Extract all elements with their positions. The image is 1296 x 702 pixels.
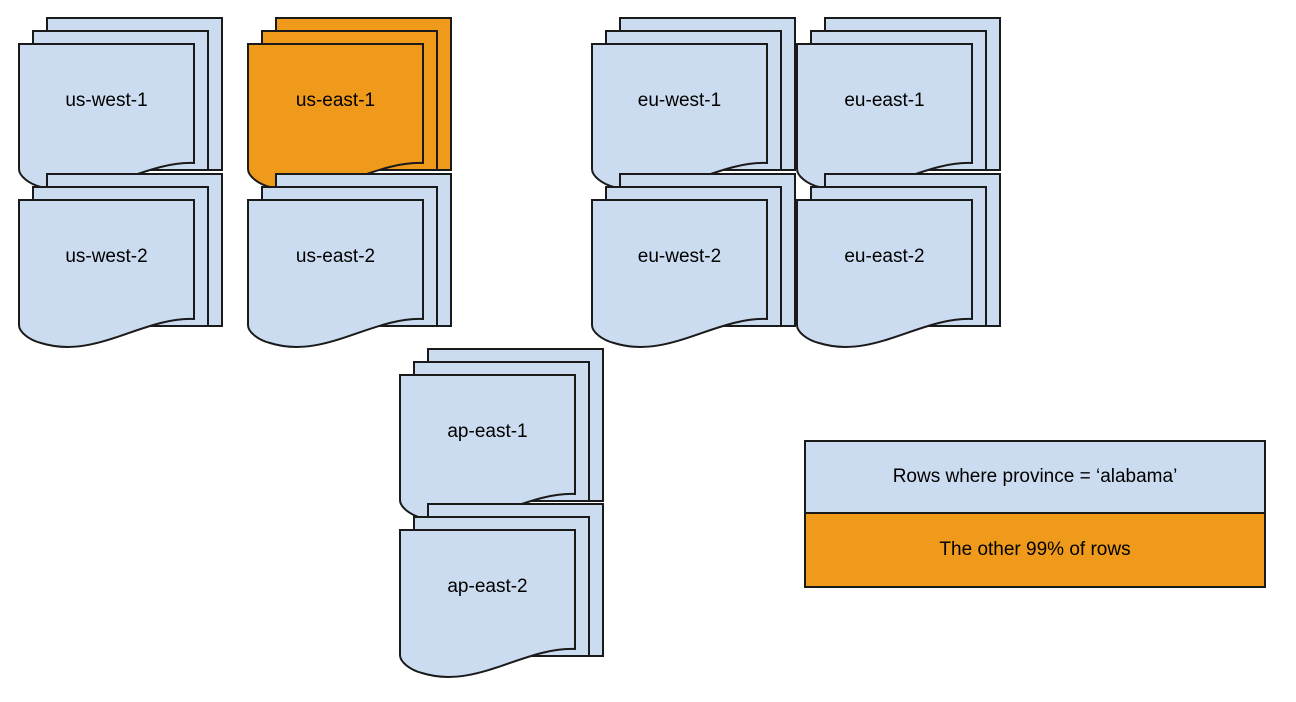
region-stack-us-east-2[interactable]: us-east-2 bbox=[247, 173, 458, 370]
region-stack-us-west-1[interactable]: us-west-1 bbox=[18, 17, 229, 214]
region-stack-shape bbox=[18, 17, 223, 192]
region-stack-eu-west-2[interactable]: eu-west-2 bbox=[591, 173, 802, 370]
region-stack-shape bbox=[591, 173, 796, 348]
region-stack-ap-east-1[interactable]: ap-east-1 bbox=[399, 348, 610, 545]
legend-item-label: The other 99% of rows bbox=[939, 539, 1131, 560]
region-stack-front-page bbox=[247, 199, 424, 348]
region-stack-eu-east-2[interactable]: eu-east-2 bbox=[796, 173, 1007, 370]
region-stack-shape bbox=[399, 503, 604, 678]
region-stack-us-west-2[interactable]: us-west-2 bbox=[18, 173, 229, 370]
legend-item-alabama: Rows where province = ‘alabama’ bbox=[806, 442, 1264, 514]
region-stack-front-page bbox=[796, 199, 973, 348]
region-stack-ap-east-2[interactable]: ap-east-2 bbox=[399, 503, 610, 700]
legend-item-other-rows: The other 99% of rows bbox=[806, 514, 1264, 586]
region-stack-front-page bbox=[399, 529, 576, 678]
region-stack-shape bbox=[399, 348, 604, 523]
region-stack-eu-east-1[interactable]: eu-east-1 bbox=[796, 17, 1007, 214]
region-stack-shape bbox=[796, 173, 1001, 348]
legend: Rows where province = ‘alabama’ The othe… bbox=[804, 440, 1266, 588]
region-stack-front-page bbox=[591, 199, 768, 348]
region-stack-shape bbox=[796, 17, 1001, 192]
region-stack-shape bbox=[247, 173, 452, 348]
region-stack-shape bbox=[18, 173, 223, 348]
region-stack-shape bbox=[591, 17, 796, 192]
legend-item-label: Rows where province = ‘alabama’ bbox=[892, 466, 1178, 487]
region-stack-front-page bbox=[18, 199, 195, 348]
region-stack-shape bbox=[247, 17, 452, 192]
